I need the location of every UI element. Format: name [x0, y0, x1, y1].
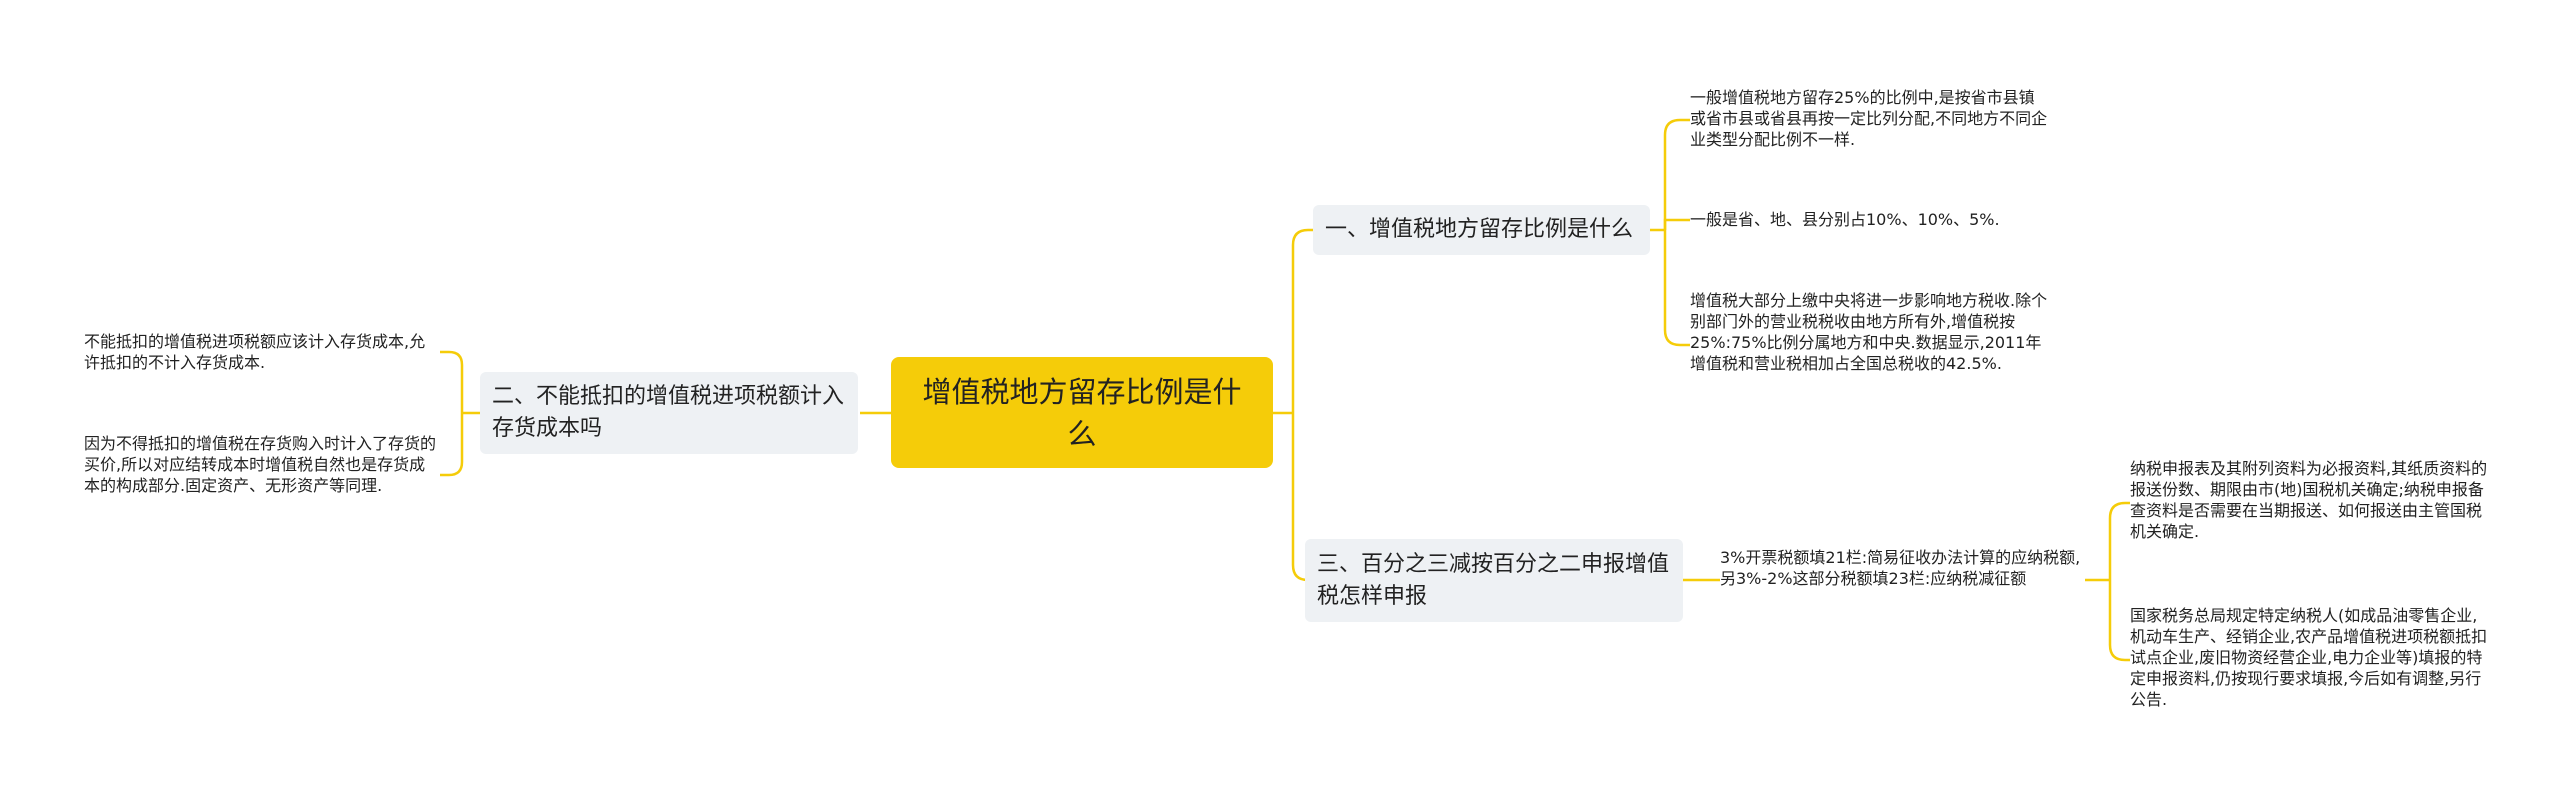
b1-detail-3[interactable]: 增值税大部分上缴中央将进一步影响地方税收.除个别部门外的营业税税收由地方所有外,… [1690, 290, 2050, 374]
root-topic-text: 增值税地方留存比例是什么 [922, 374, 1242, 451]
root-topic[interactable]: 增值税地方留存比例是什么 [891, 357, 1273, 468]
branch-node-2[interactable]: 二、不能抵扣的增值税进项税额计入存货成本吗 [480, 372, 858, 454]
b1-detail-1-text: 一般增值税地方留存25%的比例中,是按省市县镇或省市县或省县再按一定比列分配,不… [1690, 88, 2048, 149]
b3-detail-2-text: 国家税务总局规定特定纳税人(如成品油零售企业,机动车生产、经销企业,农产品增值税… [2130, 606, 2488, 709]
b2-detail-1[interactable]: 不能抵扣的增值税进项税额应该计入存货成本,允许抵扣的不计入存货成本. [84, 331, 440, 373]
b1-detail-2-text: 一般是省、地、县分别占10%、10%、5%. [1690, 210, 2000, 229]
connector-sub-d1 [2108, 501, 2130, 580]
connector-b2-d2 [440, 413, 464, 477]
b2-detail-1-text: 不能抵扣的增值税进项税额应该计入存货成本,允许抵扣的不计入存货成本. [84, 332, 426, 372]
connector-root-b1 [1291, 228, 1313, 413]
branch-node-1[interactable]: 一、增值税地方留存比例是什么 [1313, 205, 1650, 255]
b2-detail-2-text: 因为不得抵扣的增值税在存货购入时计入了存货的买价,所以对应结转成本时增值税自然也… [84, 434, 437, 495]
branch-node-3-label: 三、百分之三减按百分之二申报增值税怎样申报 [1317, 551, 1670, 609]
b3-subnode-text: 3%开票税额填21栏:简易征收办法计算的应纳税额,另3%-2%这部分税额填23栏… [1720, 548, 2081, 588]
b1-detail-1[interactable]: 一般增值税地方留存25%的比例中,是按省市县镇或省市县或省县再按一定比列分配,不… [1690, 87, 2050, 150]
b3-detail-1-text: 纳税申报表及其附列资料为必报资料,其纸质资料的报送份数、期限由市(地)国税机关确… [2130, 459, 2488, 541]
b1-detail-3-text: 增值税大部分上缴中央将进一步影响地方税收.除个别部门外的营业税税收由地方所有外,… [1690, 291, 2048, 373]
b3-subnode[interactable]: 3%开票税额填21栏:简易征收办法计算的应纳税额,另3%-2%这部分税额填23栏… [1720, 547, 2085, 589]
b2-detail-2[interactable]: 因为不得抵扣的增值税在存货购入时计入了存货的买价,所以对应结转成本时增值税自然也… [84, 433, 440, 496]
connector-b2-d1 [440, 350, 464, 413]
b3-detail-1[interactable]: 纳税申报表及其附列资料为必报资料,其纸质资料的报送份数、期限由市(地)国税机关确… [2130, 458, 2490, 542]
connector-b1-d3 [1663, 230, 1690, 347]
branch-node-2-label: 二、不能抵扣的增值税进项税额计入存货成本吗 [492, 384, 845, 441]
branch-node-1-label: 一、增值税地方留存比例是什么 [1325, 217, 1634, 242]
connector-b1-d2 [1663, 218, 1690, 230]
connector-b1-d1 [1663, 118, 1690, 230]
branch-node-3[interactable]: 三、百分之三减按百分之二申报增值税怎样申报 [1305, 539, 1683, 622]
connector-sub-d2 [2108, 580, 2130, 662]
b1-detail-2[interactable]: 一般是省、地、县分别占10%、10%、5%. [1690, 209, 2050, 230]
b3-detail-2[interactable]: 国家税务总局规定特定纳税人(如成品油零售企业,机动车生产、经销企业,农产品增值税… [2130, 605, 2490, 710]
